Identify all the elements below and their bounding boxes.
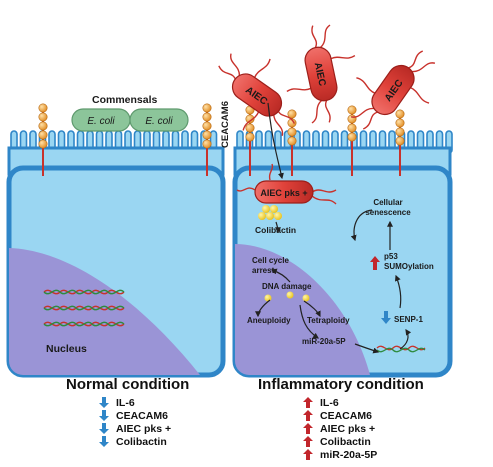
down-arrow-icon: [98, 422, 110, 435]
down-arrow-icon: [98, 396, 110, 409]
commensals-label: Commensals: [92, 94, 158, 106]
ceacam6-receptors-right: [245, 105, 405, 176]
legend-item-label: miR-20a-5P: [320, 448, 378, 461]
legend-item: AIEC pks +: [302, 422, 424, 435]
receptor-bead: [395, 127, 405, 137]
pathway-arrows: [255, 102, 412, 354]
receptor-bead: [38, 103, 48, 113]
up-arrow-icon: [302, 396, 314, 409]
senp-label: SENP-1: [394, 315, 423, 324]
legend-item-label: IL-6: [116, 396, 135, 409]
receptor-bead: [347, 114, 357, 124]
receptor-bead: [347, 105, 357, 115]
colibactin-label: Colibactin: [255, 225, 296, 235]
up-arrow-icon: [302, 448, 314, 461]
p53-up-arrow: [370, 256, 380, 270]
receptor-bead: [287, 109, 297, 119]
receptor-bead: [202, 103, 212, 113]
legend-item: CEACAM6: [98, 409, 189, 422]
normal-condition-title: Normal condition: [66, 376, 190, 393]
normal-cell: Nucleus: [6, 130, 226, 378]
receptor-bead: [245, 132, 255, 142]
up-arrow-icon: [302, 435, 314, 448]
legend-item: IL-6: [98, 396, 189, 409]
receptor-bead: [38, 121, 48, 131]
svg-text:AIEC pks +: AIEC pks +: [260, 188, 307, 198]
svg-text:AIEC: AIEC: [312, 61, 328, 87]
tetraploidy-label: Tetraploidy: [307, 316, 350, 325]
nucleus-right: [235, 244, 370, 375]
receptor-bead: [38, 139, 48, 149]
receptor-bead: [395, 109, 405, 119]
receptor-bead: [395, 136, 405, 146]
receptor-bead: [395, 118, 405, 128]
receptor-bead: [287, 127, 297, 137]
ecoli-bacterium-2: E. coli: [129, 108, 189, 132]
receptor-bead: [287, 136, 297, 146]
legend-item: AIEC pks +: [98, 422, 189, 435]
dna-helices-left: [43, 289, 125, 327]
ecoli-bacterium-1: E. coli: [71, 108, 131, 132]
aiec-pks-bacterium: AIEC pks +: [236, 163, 337, 205]
nucleus-left: [9, 248, 200, 375]
aiec-bacterium-2: AIEC: [286, 24, 356, 124]
receptor-bead: [38, 112, 48, 122]
dna-damage-label: DNA damage: [262, 282, 312, 291]
mir-label: miR-20a-5P: [302, 337, 346, 346]
svg-text:E. coli: E. coli: [87, 116, 115, 127]
receptor-bead: [287, 118, 297, 128]
legend-item: Colibactin: [98, 435, 189, 448]
legend-item: Colibactin: [302, 435, 424, 448]
down-arrow-icon: [98, 409, 110, 422]
aiec-bacterium-3: AIEC: [350, 50, 436, 130]
receptor-bead: [202, 130, 212, 140]
up-arrow-icon: [302, 409, 314, 422]
receptor-bead: [347, 123, 357, 133]
receptor-bead: [202, 139, 212, 149]
legend-item-label: AIEC pks +: [320, 422, 376, 435]
legend-item: miR-20a-5P: [302, 448, 424, 461]
aneuploidy-label: Aneuploidy: [247, 316, 291, 325]
nucleus-label: Nucleus: [46, 343, 87, 355]
receptor-bead: [38, 130, 48, 140]
ceacam6-label: CEACAM6: [220, 101, 231, 148]
ceacam6-receptors-left: [38, 103, 212, 176]
receptor-bead: [245, 123, 255, 133]
colibactin-particles: [258, 205, 282, 220]
legend-item-label: CEACAM6: [320, 409, 372, 422]
inflammatory-condition-title: Inflammatory condition: [258, 376, 424, 393]
legend-item: IL-6: [302, 396, 424, 409]
legend-item-label: Colibactin: [320, 435, 371, 448]
dna-damage-particles: [264, 291, 310, 302]
legend-item-label: IL-6: [320, 396, 339, 409]
senp-down-arrow: [381, 311, 391, 324]
svg-text:E. coli: E. coli: [145, 116, 173, 127]
legend-item: CEACAM6: [302, 409, 424, 422]
receptor-bead: [202, 121, 212, 131]
receptor-bead: [347, 132, 357, 142]
down-arrow-icon: [98, 435, 110, 448]
legend-item-label: Colibactin: [116, 435, 167, 448]
up-arrow-icon: [302, 422, 314, 435]
receptor-bead: [245, 114, 255, 124]
aiec-bacterium-1: AIEC: [218, 53, 295, 136]
receptor-bead: [202, 112, 212, 122]
legend-item-label: AIEC pks +: [116, 422, 172, 435]
legend-item-label: CEACAM6: [116, 409, 168, 422]
